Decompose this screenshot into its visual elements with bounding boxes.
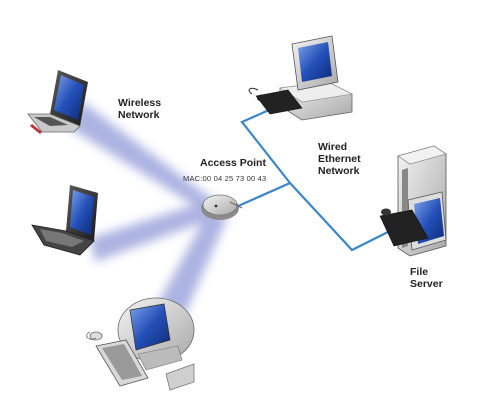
server-tower-icon <box>379 145 447 257</box>
laptop-icon <box>31 185 98 256</box>
mac-address-label: MAC:00 04 25 73 00 43 <box>183 174 267 183</box>
wireless-network-label-line-1: Wireless <box>118 97 162 109</box>
wired-network-label-line-3: Network <box>318 165 360 177</box>
cable-ap-to-backbone <box>235 181 291 209</box>
desktop-computer-icon <box>248 35 353 121</box>
signal-beam-middle-laptop <box>90 200 222 262</box>
laptop-icon <box>27 70 88 134</box>
cable-backbone-to-desktop <box>240 104 291 184</box>
file-server-label: File Server <box>410 266 443 290</box>
ethernet-cables <box>235 104 389 252</box>
wireless-network-label-line-2: Network <box>118 109 160 121</box>
wired-network-label-line-2: Ethernet <box>318 153 361 165</box>
file-server-label-line-1: File <box>410 266 429 278</box>
wired-network-label-line-1: Wired <box>318 141 348 153</box>
wireless-access-point-icon <box>201 194 243 220</box>
access-point-label: Access Point <box>200 157 266 169</box>
desktop-computer-icon <box>86 297 195 391</box>
wired-network-label: Wired Ethernet Network <box>318 141 361 177</box>
cable-backbone-to-server <box>289 182 389 252</box>
signal-beam-top-laptop <box>70 100 222 214</box>
wireless-network-label: Wireless Network <box>118 97 161 121</box>
file-server-label-line-2: Server <box>410 278 443 290</box>
